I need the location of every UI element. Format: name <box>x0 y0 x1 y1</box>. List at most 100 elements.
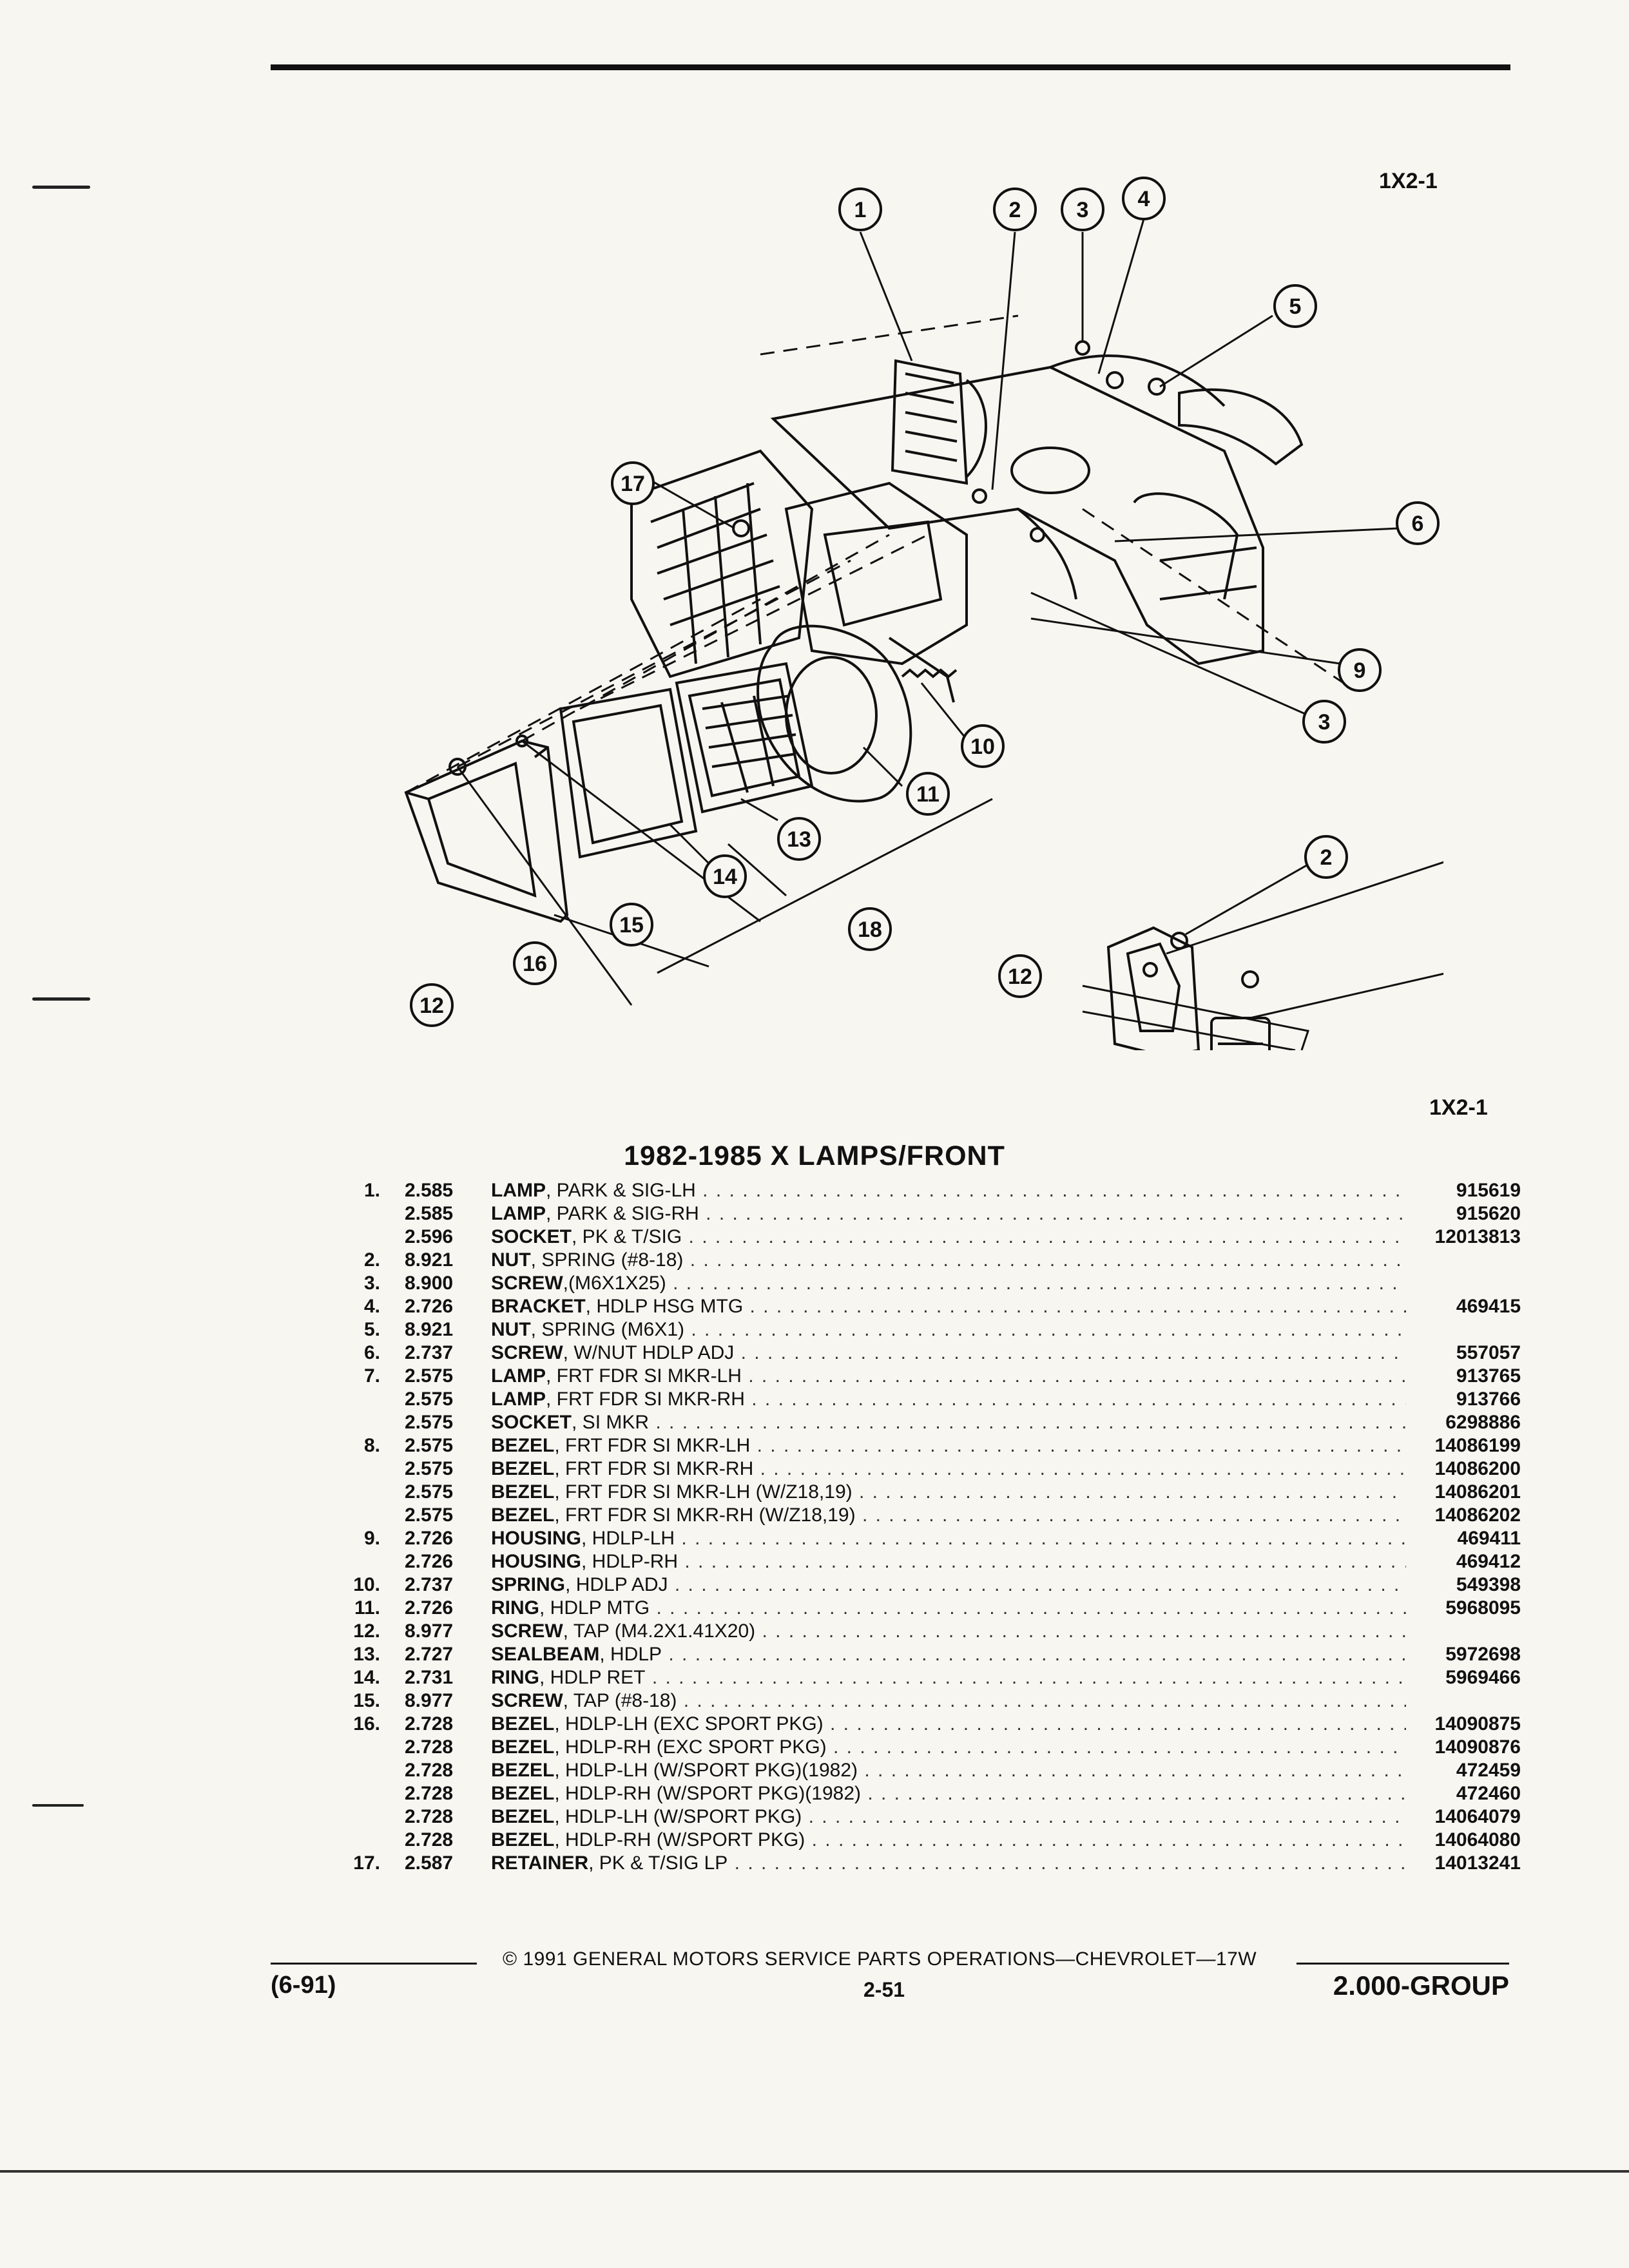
item-number: 9. <box>363 1528 380 1549</box>
dot-leader: . . . . . . . . . . . . . . . . . . . . … <box>674 1574 1406 1595</box>
part-number: 5969466 <box>1445 1667 1521 1688</box>
part-description: HOUSING, HDLP-LH . . . . . . . . . . . .… <box>491 1527 1406 1550</box>
svg-text:2: 2 <box>1009 198 1021 222</box>
dot-leader: . . . . . . . . . . . . . . . . . . . . … <box>683 1690 1406 1711</box>
grille <box>630 449 814 678</box>
part-spec: , FRT FDR SI MKR-LH <box>554 1435 751 1456</box>
binder-mark <box>32 186 90 189</box>
part-name: HOUSING <box>491 1551 582 1572</box>
revision-date: (6-91) <box>271 1972 336 1999</box>
dot-leader: . . . . . . . . . . . . . . . . . . . . … <box>702 1180 1406 1201</box>
dot-leader: . . . . . . . . . . . . . . . . . . . . … <box>734 1852 1406 1874</box>
part-name: RETAINER <box>491 1852 589 1874</box>
dot-leader: . . . . . . . . . . . . . . . . . . . . … <box>681 1528 1406 1549</box>
group-number: 8.977 <box>405 1620 454 1642</box>
part-number: 14090876 <box>1434 1736 1521 1758</box>
part-number: 5968095 <box>1445 1597 1521 1619</box>
footer-rule-left <box>271 1963 477 1965</box>
part-description: LAMP, PARK & SIG-LH . . . . . . . . . . … <box>491 1179 1406 1202</box>
group-number: 2.737 <box>405 1574 454 1595</box>
part-number: 913766 <box>1456 1389 1521 1410</box>
part-spec: , FRT FDR SI MKR-RH (W/Z18,19) <box>554 1504 856 1526</box>
screw-fastener <box>1106 371 1124 389</box>
group-number: 2.596 <box>405 1226 454 1247</box>
dot-leader: . . . . . . . . . . . . . . . . . . . . … <box>858 1481 1406 1503</box>
page-number: 2-51 <box>863 1978 905 2001</box>
part-description: NUT, SPRING (M6X1) . . . . . . . . . . .… <box>491 1318 1406 1341</box>
group-number: 2.575 <box>405 1458 454 1479</box>
callout-15: 15 <box>610 903 653 947</box>
callout-16: 16 <box>513 941 557 985</box>
dot-leader: . . . . . . . . . . . . . . . . . . . . … <box>867 1783 1406 1804</box>
item-number: 11. <box>354 1597 380 1619</box>
part-number: 14086202 <box>1434 1504 1521 1526</box>
group-number: 2.728 <box>405 1760 454 1781</box>
part-spec: , SI MKR <box>572 1412 650 1433</box>
group-number: 2.575 <box>405 1412 454 1433</box>
callout-2: 2 <box>993 187 1037 231</box>
park-lamp <box>891 359 987 485</box>
group-number: 8.921 <box>405 1319 454 1340</box>
group-number: 2.726 <box>405 1551 454 1572</box>
group-number: 2.731 <box>405 1667 454 1688</box>
group-number: 8.900 <box>405 1273 454 1294</box>
part-spec: , FRT FDR SI MKR-RH <box>554 1458 754 1479</box>
headlamp-bezel <box>404 739 569 923</box>
part-description: LAMP, FRT FDR SI MKR-LH . . . . . . . . … <box>491 1365 1406 1388</box>
part-description: SCREW, TAP (M4.2X1.41X20) . . . . . . . … <box>491 1620 1406 1643</box>
part-spec: , FRT FDR SI MKR-LH <box>546 1365 742 1387</box>
part-name: SEALBEAM <box>491 1644 600 1665</box>
dot-leader: . . . . . . . . . . . . . . . . . . . . … <box>655 1412 1406 1433</box>
part-number: 549398 <box>1456 1574 1521 1595</box>
svg-text:10: 10 <box>970 735 995 759</box>
part-description: BEZEL, HDLP-LH (W/SPORT PKG)(1982) . . .… <box>491 1759 1406 1782</box>
part-name: BEZEL <box>491 1458 555 1479</box>
callout-5: 5 <box>1273 284 1317 328</box>
part-name: NUT <box>491 1249 531 1271</box>
part-number: 469415 <box>1456 1296 1521 1317</box>
svg-text:17: 17 <box>621 472 645 496</box>
part-description: SCREW, W/NUT HDLP ADJ . . . . . . . . . … <box>491 1341 1406 1365</box>
part-spec: , PK & T/SIG LP <box>588 1852 728 1874</box>
part-description: BEZEL, FRT FDR SI MKR-RH (W/Z18,19) . . … <box>491 1504 1406 1527</box>
item-number: 3. <box>363 1273 380 1294</box>
list-tag: 1X2-1 <box>1429 1095 1488 1120</box>
callout-1: 1 <box>838 187 882 231</box>
part-spec: , SPRING (M6X1) <box>530 1319 685 1340</box>
dot-leader: . . . . . . . . . . . . . . . . . . . . … <box>748 1365 1406 1387</box>
part-spec: , TAP (M4.2X1.41X20) <box>563 1620 756 1642</box>
part-name: BEZEL <box>491 1435 555 1456</box>
svg-text:2: 2 <box>1320 845 1333 870</box>
dot-leader: . . . . . . . . . . . . . . . . . . . . … <box>740 1342 1406 1363</box>
svg-text:5: 5 <box>1289 294 1302 319</box>
dot-leader: . . . . . . . . . . . . . . . . . . . . … <box>749 1296 1406 1317</box>
svg-text:4: 4 <box>1138 187 1150 211</box>
group-number: 8.921 <box>405 1249 454 1271</box>
screw-fastener <box>448 758 467 776</box>
part-spec: , PK & T/SIG <box>572 1226 682 1247</box>
callout-13: 13 <box>777 817 821 861</box>
part-spec: , HDLP-LH (W/SPORT PKG)(1982) <box>554 1760 858 1781</box>
part-description: SCREW, TAP (#8-18) . . . . . . . . . . .… <box>491 1689 1406 1713</box>
group-number: 2.585 <box>405 1203 454 1224</box>
part-name: SCREW <box>491 1690 563 1711</box>
callout-10: 10 <box>961 724 1005 768</box>
part-number: 472459 <box>1456 1760 1521 1781</box>
part-name: HOUSING <box>491 1528 582 1549</box>
item-number: 16. <box>353 1713 380 1735</box>
part-number: 469412 <box>1456 1551 1521 1572</box>
part-number: 14086201 <box>1434 1481 1521 1503</box>
group-number: 2.728 <box>405 1806 454 1827</box>
